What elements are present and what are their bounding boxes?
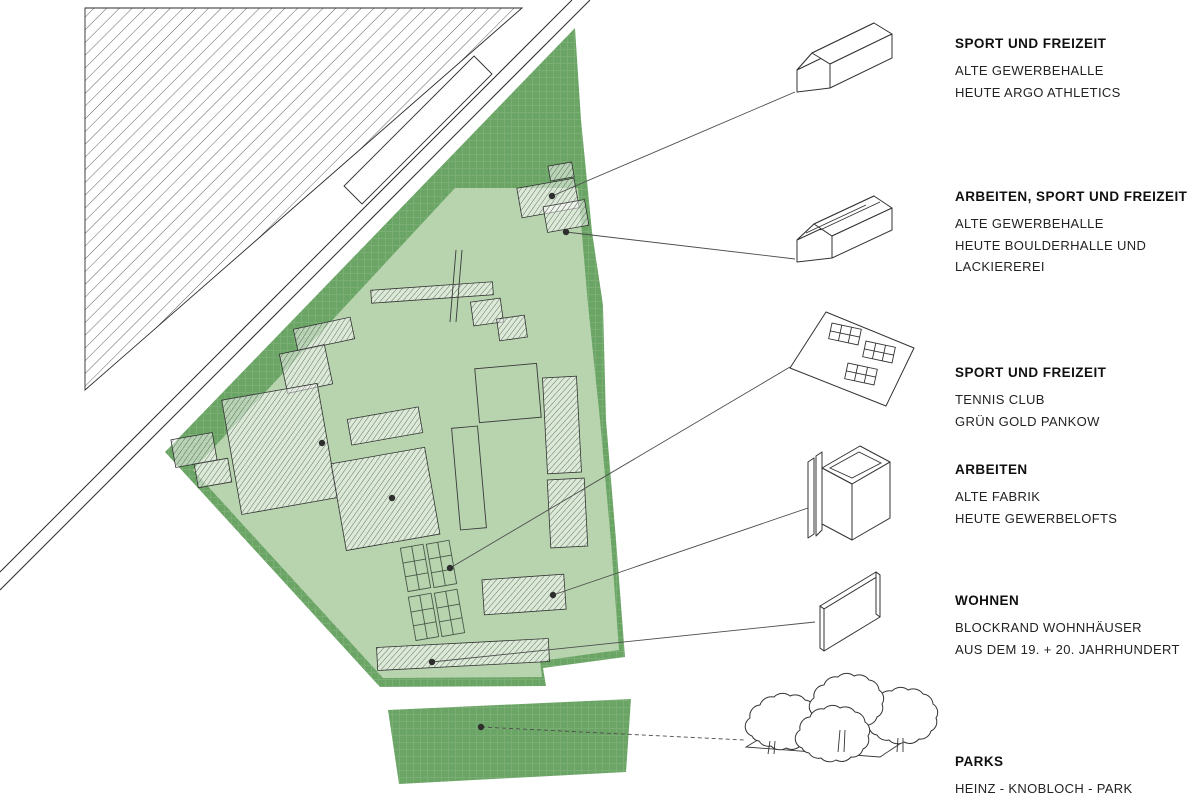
legend-entry: ARBEITEN, SPORT UND FREIZEIT ALTE GEWERB… [955,189,1187,278]
legend-entry-line: AUS DEM 19. + 20. JAHRHUNDERT [955,641,1180,657]
legend-entry: WOHNEN BLOCKRAND WOHNHÄUSER AUS DEM 19. … [955,593,1180,660]
building-footprint [496,314,528,342]
building-outline [474,362,542,424]
building-footprint [221,382,338,515]
legend-entry-title: SPORT UND FREIZEIT [955,36,1107,51]
marker-dots [318,192,570,731]
leader-line [449,366,791,569]
legend-entry-line: HEINZ - KNOBLOCH - PARK [955,781,1133,796]
legend-entry-title: ARBEITEN, SPORT UND FREIZEIT [955,189,1188,204]
building-footprint [547,161,575,182]
map-marker-dot [318,439,326,447]
map-marker-dot [388,494,396,502]
legend-entry-title: SPORT UND FREIZEIT [955,365,1107,380]
legend-entry-line: HEUTE GEWERBELOFTS [955,510,1118,526]
railway-track-line [0,0,573,573]
buildings [170,161,590,671]
building-footprint [370,281,494,304]
leader-line-dashed [480,726,745,741]
path-lines [449,249,463,323]
leader-line [551,91,796,197]
drawing-gewerbehalle-boulderhalle [796,195,893,263]
drawing-heinz-knobloch-park [744,672,939,763]
legend-entry-title: WOHNEN [955,593,1020,608]
railway-area [0,0,591,591]
drawing-gewerbehalle-argo-athletics [796,22,893,93]
railway-platform [343,55,493,205]
building-footprint [481,573,567,616]
legend-entry-line: ALTE GEWERBEHALLE [955,216,1104,231]
map-marker-dot [446,564,454,572]
map-marker-dot [549,591,557,599]
railway-embankment-hatch [84,7,524,391]
leader-line [431,621,816,663]
park-field [388,699,631,784]
legend-entry-line: GRÜN GOLD PANKOW [955,413,1100,429]
legend-entry-line: BLOCKRAND WOHNHÄUSER [955,620,1142,635]
legend-entry: SPORT UND FREIZEIT TENNIS CLUB GRÜN GOLD… [955,365,1106,432]
legend-entry: PARKS HEINZ - KNOBLOCH - PARK [955,754,1133,800]
legend-entry-line: ALTE GEWERBEHALLE [955,63,1104,78]
railway-track-line [0,0,591,591]
map-marker-dot [477,723,485,731]
map-marker-dot [428,658,436,666]
map-marker-dot [548,192,556,200]
legend-entry: ARBEITEN ALTE FABRIK HEUTE GEWERBELOFTS [955,462,1117,529]
drawing-wohnhaeuser-blockrand [819,571,881,652]
legend-entry-line: HEUTE ARGO ATHLETICS [955,84,1121,100]
map-marker-dot [562,228,570,236]
building-footprint [470,297,504,327]
legend-entry: SPORT UND FREIZEIT ALTE GEWERBEHALLE HEU… [955,36,1121,103]
building-footprint [546,477,589,549]
drawing-tennis-club [789,311,915,407]
leader-lines [431,91,816,741]
leader-line [565,231,796,260]
legend-entry-line: HEUTE BOULDERHALLE UND [955,237,1147,253]
legend-entry-title: PARKS [955,754,1004,769]
tree-trunks [767,729,904,755]
legend-entry-line: TENNIS CLUB [955,392,1045,407]
building-footprint [193,457,233,489]
legend-entry-line: ALTE FABRIK [955,489,1041,504]
building-outline [451,425,487,531]
drawing-alte-fabrik [807,445,891,541]
legend-entry-title: ARBEITEN [955,462,1028,477]
building-footprint [542,199,590,233]
building-footprint [542,375,582,475]
building-footprint [330,446,441,551]
leader-line [552,507,809,596]
building-footprint [346,406,424,446]
building-footprint [292,316,356,352]
legend-entry-line: LACKIEREREI [955,259,1045,274]
